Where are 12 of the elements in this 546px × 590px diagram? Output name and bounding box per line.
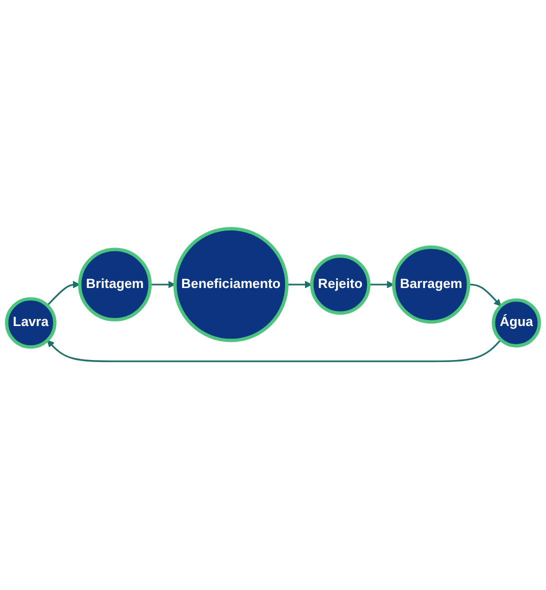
arrow bbox=[46, 339, 502, 362]
node-circle: Água bbox=[492, 298, 541, 348]
arrow bbox=[368, 280, 394, 288]
node-circle: Lavra bbox=[5, 297, 56, 349]
node-circle: Beneficiamento bbox=[173, 227, 288, 342]
arrow bbox=[150, 280, 176, 288]
node-circle: Barragem bbox=[392, 246, 470, 324]
arrow bbox=[468, 284, 502, 306]
arrow bbox=[286, 280, 312, 288]
arrow bbox=[46, 280, 80, 306]
node-circle: Britagem bbox=[78, 248, 152, 322]
node-circle: Rejeito bbox=[310, 254, 370, 315]
